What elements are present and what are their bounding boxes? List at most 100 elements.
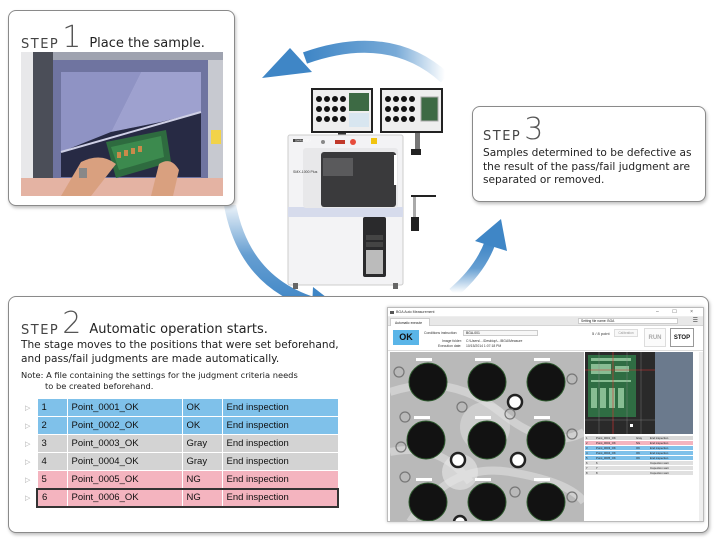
step3-description: Samples determined to be defective as th… [483, 147, 703, 188]
cell-no: 6 [585, 460, 595, 466]
cell-point: Point_0002_OK [595, 440, 635, 446]
cell-point: Point_0004_OK [595, 450, 635, 456]
cell-no: 4 [585, 450, 595, 456]
cell-result: OK [635, 455, 649, 461]
calibration-button[interactable]: Calibration [614, 329, 638, 337]
point-counter: 5 / 8 point [592, 331, 610, 336]
vertical-scrollbar[interactable] [699, 352, 703, 521]
judgment-result: OK [181, 398, 223, 417]
app-icon [390, 311, 394, 314]
cell-status: Inspection wait [649, 470, 693, 476]
cell-no: 5 [585, 455, 595, 461]
inspection-status: End inspection [221, 452, 339, 471]
cell-status: Inspection wait [649, 460, 693, 466]
void-ring [506, 393, 524, 411]
cell-status: End inspection [649, 455, 693, 461]
setting-file-field[interactable]: Setting file name: BGA [578, 318, 678, 324]
description-line: and pass/fail judgments are made automat… [21, 352, 280, 365]
solder-ball [408, 482, 448, 521]
cell-no: 2 [585, 440, 595, 446]
cell-no: 8 [585, 470, 595, 476]
step2-description: The stage moves to the positions that we… [21, 339, 371, 366]
cell-result: OK [635, 450, 649, 456]
step-number: 3 [524, 112, 544, 147]
point-name: Point_0001_OK [66, 398, 183, 417]
bga-auto-measurement-window: BGA Auto Measurement – ☐ × Automatic exe… [387, 307, 704, 522]
ball-label [534, 478, 550, 481]
cell-point: 8 [595, 470, 635, 476]
model-label: SMX-1000 Plus [293, 170, 318, 174]
inspection-status: End inspection [221, 398, 339, 417]
void-ring [566, 428, 578, 440]
stop-button[interactable]: STOP [670, 328, 694, 347]
run-button[interactable]: RUN [644, 328, 666, 347]
menu-icon[interactable]: ☰ [692, 318, 698, 324]
row-number: 6 [36, 487, 68, 508]
tab-bar: Automatic execute Setting file name: BGA… [388, 317, 703, 326]
camera-view[interactable] [585, 352, 693, 434]
step1-heading: STEP 1 Place the sample. [21, 20, 205, 55]
void-ring [393, 366, 405, 378]
cell-result [635, 470, 649, 476]
void-ring [399, 471, 411, 483]
cell-no: 7 [585, 465, 595, 471]
xray-image-view[interactable] [390, 352, 584, 521]
expand-triangle-icon[interactable]: ▷ [23, 398, 37, 417]
cell-result [635, 460, 649, 466]
cell-status: End inspection [649, 436, 693, 441]
step2-heading: STEP 2 Automatic operation starts. [21, 309, 268, 338]
row-number: 2 [36, 416, 68, 435]
condition-label: Conditions instruction: [424, 331, 458, 335]
expand-triangle-icon[interactable]: ▷ [23, 434, 37, 453]
expand-triangle-icon[interactable]: ▷ [23, 470, 37, 489]
solder-ball [408, 362, 448, 402]
inspection-status: End inspection [221, 470, 339, 489]
judgment-badge: OK [393, 330, 419, 345]
cell-point: Point_0001_OK [595, 436, 635, 441]
cell-point: 6 [595, 460, 635, 466]
window-titlebar: BGA Auto Measurement – ☐ × [388, 308, 703, 317]
arrow-step2-to-step3 [449, 219, 507, 295]
cell-status: End inspection [649, 450, 693, 456]
void-ring [449, 451, 467, 469]
expand-triangle-icon[interactable]: ▷ [23, 416, 37, 435]
ball-label [416, 478, 432, 481]
expand-triangle-icon[interactable]: ▷ [23, 452, 37, 471]
step-title: Automatic operation starts. [89, 321, 268, 337]
note-line: to be created beforehand. [45, 381, 154, 391]
description-line: separated or removed. [483, 174, 605, 186]
window-controls[interactable]: – ☐ × [656, 309, 699, 315]
void-ring [456, 401, 468, 413]
arrow-step3-to-step1 [262, 40, 450, 83]
void-ring [452, 514, 468, 521]
sample-placement-photo [21, 52, 223, 196]
step-number: 1 [62, 20, 82, 55]
exec-date-label: Execution date: [438, 344, 462, 348]
image-folder-value: C:\Users\...\Desktop\...\BGA\Measure [466, 339, 523, 343]
void-ring [566, 373, 578, 385]
tab-automatic-execute[interactable]: Automatic execute [390, 318, 430, 326]
void-ring [504, 408, 516, 420]
expand-triangle-icon[interactable]: ▷ [23, 488, 37, 507]
condition-select[interactable]: BGA-001 [463, 330, 538, 336]
void-ring [509, 486, 521, 498]
ball-label [534, 416, 550, 419]
step2-note: Note: A file containing the settings for… [21, 370, 361, 392]
row-number: 4 [36, 452, 68, 471]
step-label: STEP [21, 322, 60, 338]
